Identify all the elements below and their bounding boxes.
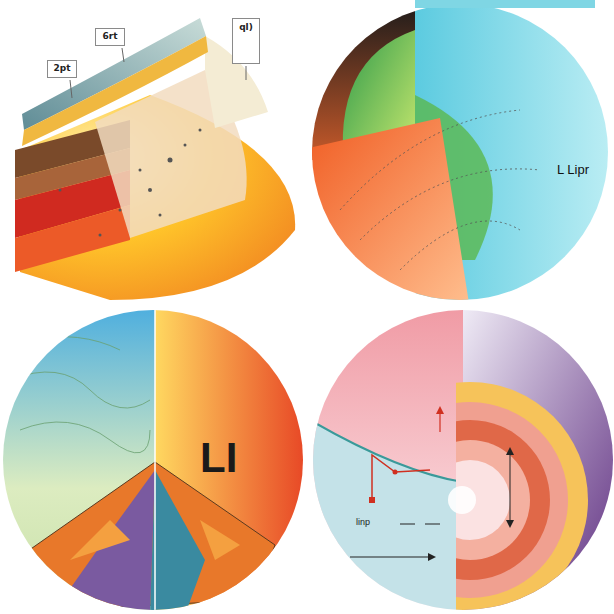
callout-box: ql) xyxy=(232,18,260,64)
callout-box: 6rt xyxy=(95,28,125,46)
signal-marks xyxy=(350,406,514,561)
callout-text: 6rt xyxy=(102,32,117,42)
crust-slab xyxy=(22,18,206,130)
rock-band xyxy=(15,205,130,272)
cross-section xyxy=(310,305,614,614)
callout-text: 2pt xyxy=(53,64,70,74)
globe-section xyxy=(415,0,595,8)
globe-section xyxy=(300,0,614,310)
panel-label: LI xyxy=(200,437,237,479)
leader-line xyxy=(70,48,246,98)
grain-dots xyxy=(59,129,202,237)
layer-wedge xyxy=(15,18,295,300)
map-globe xyxy=(0,300,315,614)
panel-label: linp xyxy=(356,518,370,527)
callout-box: 2pt xyxy=(47,60,77,78)
panel-label: L Lipr xyxy=(557,163,589,176)
callout-text: ql) xyxy=(239,23,253,33)
crust-slab xyxy=(22,36,208,146)
